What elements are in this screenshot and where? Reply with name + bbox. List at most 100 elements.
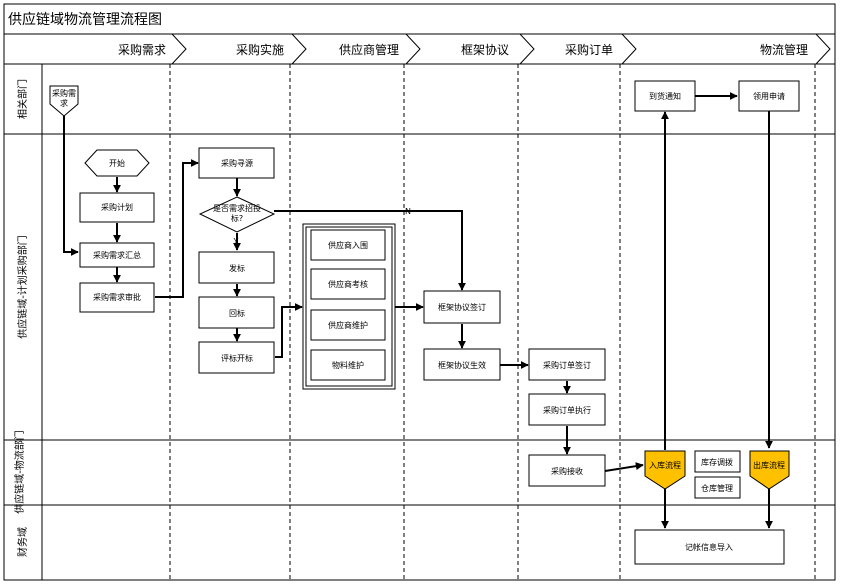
edge [63,116,79,256]
node-label: 领用申请 [753,91,785,101]
node-box [79,282,155,313]
node-box [738,80,800,112]
node-label: 物料维护 [332,360,364,370]
node-box [634,529,785,565]
node-label-line: 是否需求招投 [213,203,261,213]
edge-label-no: N [405,207,411,216]
phase-arrow [172,33,307,65]
edge [275,303,303,358]
phase-arrow [4,33,187,65]
phase-arrow [520,33,637,65]
node-bid-evaluation[interactable]: 评标开标 [198,341,275,374]
node-label: 采购需求 [52,88,76,108]
phase-arrow [292,33,421,65]
node-label: 开始 [109,158,125,168]
offpage-shape [49,85,79,117]
node-box [694,450,741,473]
node-box [79,192,155,223]
edge-label-yes: Y [233,237,239,246]
node-box [198,341,275,374]
node-order-signing[interactable]: 采购订单签订 [528,348,606,381]
node-label: 供应商考核 [328,279,368,289]
node-box [198,147,275,179]
node-outbound-process[interactable]: 出库流程 [749,450,790,490]
lane-label: 财务域 [16,527,29,557]
offpage-shape [644,450,686,490]
node-box [528,348,606,381]
lane-label: 供应链域-计划采购部门 [16,235,29,339]
node-need-approval[interactable]: 采购需求审批 [79,282,155,313]
node-label: 采购订单执行 [543,405,591,415]
node-goods-receipt[interactable]: 采购接收 [528,454,606,487]
node-label: 记帐信息导入 [685,542,733,552]
supplier-group [302,223,396,390]
node-label: 库存调拨 [701,457,733,467]
node-label: 仓库管理 [701,483,733,493]
node-label: 框架协议签订 [438,302,486,312]
edge [274,210,466,291]
phase-label: 框架协议 [461,42,509,57]
node-label: 发标 [229,263,245,273]
node-supplier-assessment[interactable]: 供应商考核 [310,268,386,300]
node-inbound-process[interactable]: 入库流程 [644,450,686,490]
node-sourcing[interactable]: 采购寻源 [198,147,275,179]
node-bidding[interactable]: 发标 [198,251,275,284]
node-box [634,80,696,112]
node-supplier-admission[interactable]: 供应商入围 [310,229,386,261]
node-order-execution[interactable]: 采购订单执行 [528,393,606,426]
phase-label: 供应商管理 [339,42,399,57]
phase-arrow [406,33,535,65]
node-label: 采购接收 [551,466,583,476]
node-label-line: 求 [60,98,68,108]
node-purchase-need[interactable]: 采购需求 [49,85,79,117]
phase-arrow [622,33,831,65]
node-label: 采购需求审批 [93,292,141,302]
group-frame-inner [305,226,393,387]
phase-label: 采购需求 [118,42,166,57]
node-tender-decision[interactable]: 是否需求招投标? [198,196,276,233]
node-label: 框架协议生效 [438,360,486,370]
node-label: 供应商维护 [328,320,368,330]
node-label: 评标开标 [221,353,253,363]
node-framework-signing[interactable]: 框架协议签订 [423,290,501,324]
node-box [694,476,741,499]
node-framework-effective[interactable]: 框架协议生效 [423,348,501,381]
node-box [198,296,275,329]
node-box [528,393,606,426]
node-need-summary[interactable]: 采购需求汇总 [79,242,155,268]
node-label: 采购计划 [101,202,133,212]
node-arrival-notice[interactable]: 到货通知 [634,80,696,112]
node-label: 供应商入围 [328,240,368,250]
node-box [310,349,386,381]
node-requisition[interactable]: 领用申请 [738,80,800,112]
group-frame-outer [302,223,396,390]
node-label-line: 标? [231,213,243,223]
node-label: 到货通知 [649,91,681,101]
node-stock-transfer[interactable]: 库存调拨 [694,450,741,473]
node-label: 入库流程 [649,460,681,470]
phase-label: 采购订单 [565,42,613,57]
diagram-frame [3,3,836,581]
node-purchase-plan[interactable]: 采购计划 [79,192,155,223]
lane-label: 供应链域-物流部门 [13,430,26,514]
lane-label: 相关部门 [16,79,29,119]
phase-header: 采购需求 采购实施 供应商管理 框架协议 采购订单 物流管理 [4,33,831,65]
start-shape [84,149,150,177]
node-warehouse-mgmt[interactable]: 仓库管理 [694,476,741,499]
node-start[interactable]: 开始 [84,149,150,177]
node-label: 采购寻源 [221,158,253,168]
node-box [423,348,501,381]
phase-label: 采购实施 [236,42,284,57]
node-label: 回标 [229,308,245,318]
decision-shape [198,196,276,233]
node-supplier-maintenance[interactable]: 供应商维护 [310,309,386,341]
diagram-title: 供应链域物流管理流程图 [8,11,162,28]
node-material-maintenance[interactable]: 物料维护 [310,349,386,381]
node-label: 是否需求招投标? [213,203,261,223]
node-bid-return[interactable]: 回标 [198,296,275,329]
node-box [310,309,386,341]
node-label: 采购需求汇总 [93,250,141,260]
edges: Y N [63,92,773,529]
node-accounting-import[interactable]: 记帐信息导入 [634,529,785,565]
